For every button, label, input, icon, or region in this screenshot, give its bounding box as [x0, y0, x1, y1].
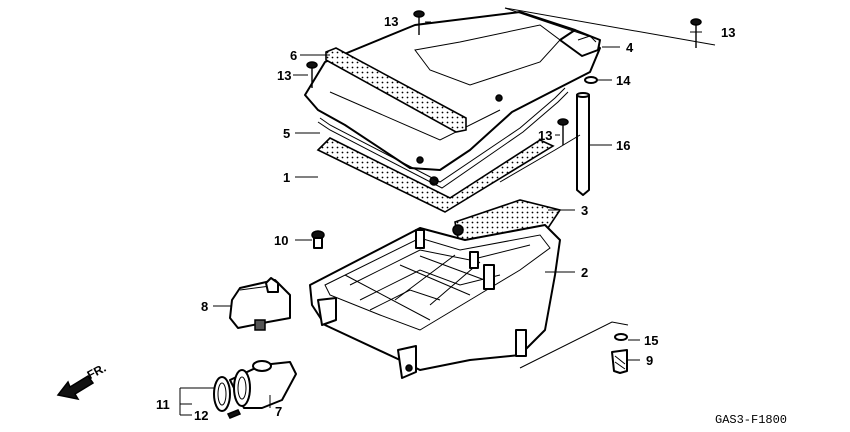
- bolt-13-right: [690, 18, 702, 48]
- front-direction-arrow: [56, 374, 95, 401]
- bolt-13-middle: [557, 118, 569, 145]
- label-13-left: 13: [277, 68, 291, 83]
- part-labels: 13 13 13 13 6 5 1 4 14 16 3 2 10 8 15 9 …: [156, 14, 735, 423]
- label-5: 5: [283, 126, 290, 141]
- bolt-13-top: [413, 10, 425, 35]
- label-13-top: 13: [384, 14, 398, 29]
- label-10: 10: [274, 233, 288, 248]
- clip-15: [614, 333, 628, 341]
- label-13-right: 13: [721, 25, 735, 40]
- label-3: 3: [581, 203, 588, 218]
- sponge-strip: [325, 47, 467, 133]
- leader-lines: [179, 7, 716, 416]
- intake-cover: [229, 277, 291, 331]
- bolt-13-left: [306, 61, 318, 88]
- label-2: 2: [581, 265, 588, 280]
- label-16: 16: [616, 138, 630, 153]
- drain-plug: [611, 349, 628, 374]
- label-14: 14: [616, 73, 631, 88]
- label-9: 9: [646, 353, 653, 368]
- label-15: 15: [644, 333, 658, 348]
- screw-12: [226, 409, 242, 419]
- connecting-tube: [229, 360, 297, 409]
- label-12: 12: [194, 408, 208, 423]
- label-8: 8: [201, 299, 208, 314]
- label-11: 11: [156, 397, 170, 412]
- label-1: 1: [283, 170, 290, 185]
- label-13-middle: 13: [538, 128, 552, 143]
- clip-14: [584, 76, 598, 84]
- bolt-10: [311, 230, 325, 249]
- air-cleaner-case: [309, 224, 561, 379]
- diagram-code: GAS3-F1800: [715, 413, 787, 427]
- clamp: [213, 376, 231, 412]
- label-6: 6: [290, 48, 297, 63]
- label-4: 4: [626, 40, 634, 55]
- cover-seal: [317, 87, 569, 189]
- label-7: 7: [275, 404, 282, 419]
- gasket: [316, 137, 555, 213]
- drain-tube: [576, 92, 590, 196]
